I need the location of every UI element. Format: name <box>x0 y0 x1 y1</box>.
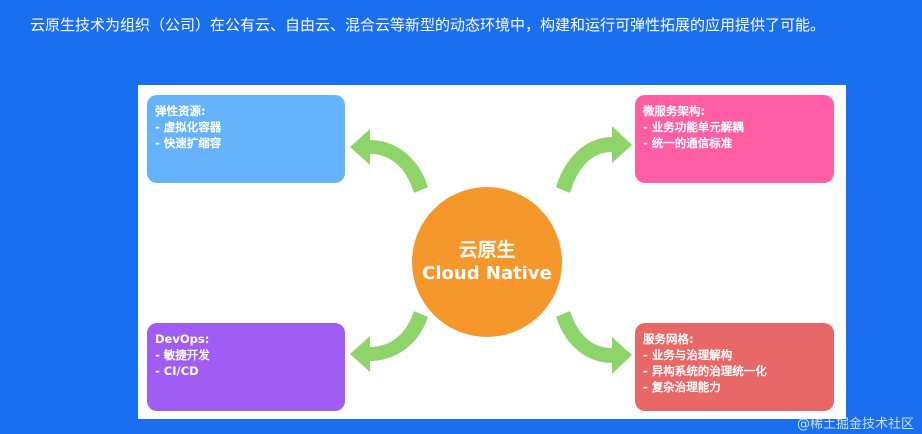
watermark: @稀土掘金技术社区 <box>796 417 914 432</box>
arrows-layer <box>350 126 632 374</box>
diagram-panel: 弹性资源: - 虚拟化容器 - 快速扩缩容 微服务架构: - 业务功能单元解耦 … <box>138 85 846 419</box>
box-item: - CI/CD <box>155 364 199 378</box>
box-item: - 异构系统的治理统一化 <box>643 364 767 378</box>
box-item: - 统一的通信标准 <box>643 136 733 150</box>
box-microservices: 微服务架构: - 业务功能单元解耦 - 统一的通信标准 <box>635 95 834 183</box>
arrow-top-left <box>350 129 428 193</box>
center-title-zh: 云原生 <box>458 239 516 261</box>
arrow-bottom-right <box>556 311 632 374</box>
box-item: - 业务功能单元解耦 <box>643 120 744 134</box>
box-item: - 业务与治理解构 <box>643 348 733 362</box>
box-item: - 敏捷开发 <box>155 348 210 362</box>
center-title-en: Cloud Native <box>422 263 552 284</box>
box-title: 微服务架构: <box>643 104 706 118</box>
box-elastic-resources: 弹性资源: - 虚拟化容器 - 快速扩缩容 <box>147 95 345 183</box>
box-item: - 复杂治理能力 <box>643 380 721 394</box>
center-circle-cloud-native: 云原生 Cloud Native <box>412 187 562 337</box>
box-item: - 虚拟化容器 <box>155 120 222 134</box>
box-title: 服务网格: <box>643 332 694 346</box>
box-item: - 快速扩缩容 <box>155 136 222 150</box>
box-service-mesh: 服务网格: - 业务与治理解构 - 异构系统的治理统一化 - 复杂治理能力 <box>635 323 834 411</box>
arrow-bottom-left <box>350 311 428 372</box>
box-devops: DevOps: - 敏捷开发 - CI/CD <box>147 323 345 411</box>
arrow-top-right <box>556 126 632 193</box>
intro-paragraph: 云原生技术为组织（公司）在公有云、自由云、混合云等新型的动态环境中，构建和运行可… <box>30 16 826 34</box>
box-title: DevOps: <box>155 332 210 346</box>
box-title: 弹性资源: <box>155 104 206 118</box>
